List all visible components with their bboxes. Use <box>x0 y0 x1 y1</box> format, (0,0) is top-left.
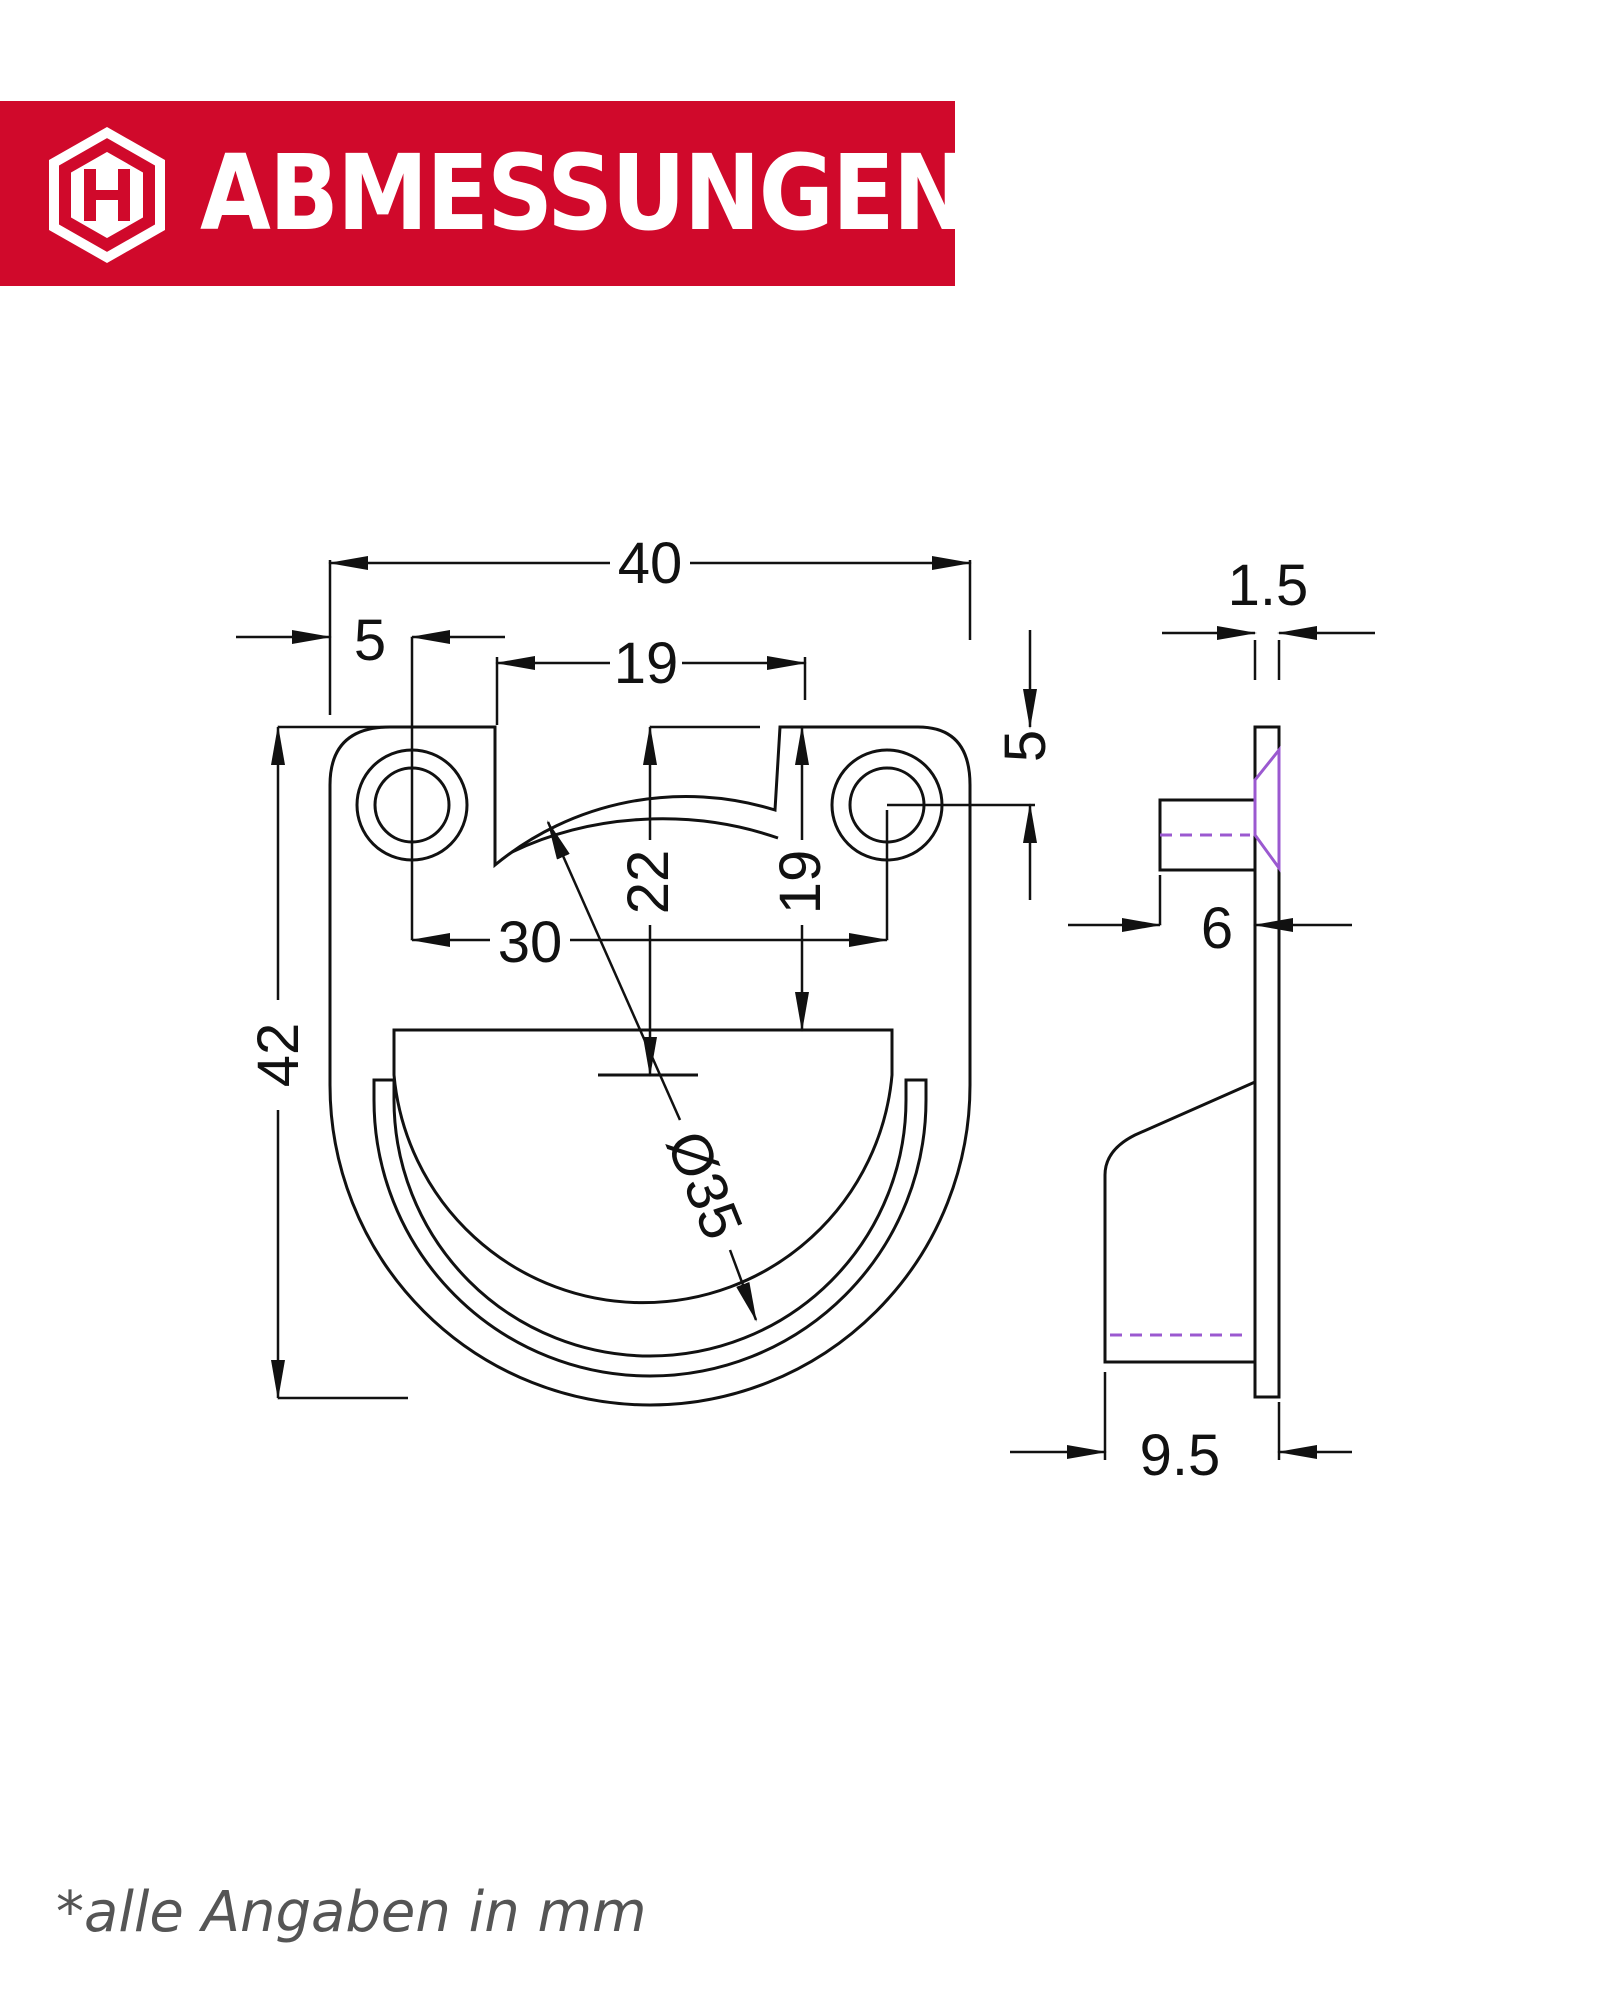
page-title: ABMESSUNGEN <box>200 132 969 254</box>
dim-width-total: 40 <box>618 531 683 596</box>
dim-depth-22: 22 <box>616 850 681 915</box>
front-view-outline <box>328 725 972 1407</box>
dim-plate-thickness: 1.5 <box>1228 553 1309 618</box>
units-footnote: *alle Angaben in mm <box>56 1880 647 1945</box>
dim-pin-length: 6 <box>1201 896 1233 961</box>
hexagon-h-icon <box>49 127 165 263</box>
dim-total-depth: 9.5 <box>1140 1423 1221 1488</box>
cup-half-circle <box>392 1028 894 1305</box>
dim-diameter: Ø35 <box>654 1122 755 1248</box>
side-view-cup <box>1103 1080 1256 1364</box>
dim-hole-top-offset: 5 <box>993 730 1058 762</box>
side-view-plate <box>1253 725 1281 1399</box>
header-banner: ABMESSUNGEN <box>0 101 969 286</box>
dim-height-total: 42 <box>246 1023 311 1088</box>
dim-left-offset: 5 <box>354 608 386 673</box>
dim-depth-19: 19 <box>768 850 833 915</box>
dim-hole-spacing: 30 <box>498 910 563 975</box>
dim-cutout-width: 19 <box>614 631 679 696</box>
